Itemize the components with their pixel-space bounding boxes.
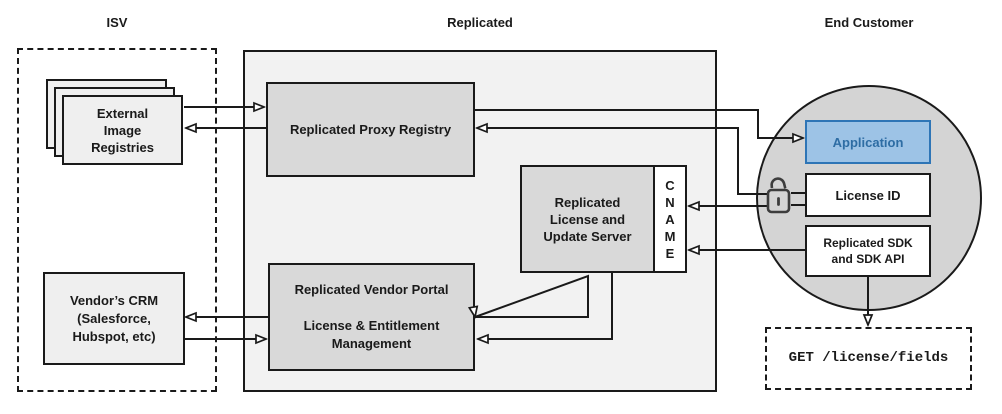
application-node: Application xyxy=(805,120,931,164)
license-id-node: License ID xyxy=(805,173,931,217)
external-image-registries-node: External Image Registries xyxy=(62,95,183,165)
isv-section-title: ISV xyxy=(106,15,128,30)
vendors-crm-node: Vendor’s CRM (Salesforce, Hubspot, etc) xyxy=(43,272,185,365)
cname-node: C N A M E xyxy=(653,165,687,273)
end-customer-section-title: End Customer xyxy=(824,15,914,30)
get-license-fields-node: GET /license/fields xyxy=(765,327,972,390)
license-update-server-node: Replicated License and Update Server xyxy=(520,165,655,273)
isv-container xyxy=(17,48,217,392)
replicated-section-title: Replicated xyxy=(447,15,513,30)
proxy-registry-node: Replicated Proxy Registry xyxy=(266,82,475,177)
replicated-sdk-node: Replicated SDK and SDK API xyxy=(805,225,931,277)
vendor-portal-node: Replicated Vendor Portal License & Entit… xyxy=(268,263,475,371)
